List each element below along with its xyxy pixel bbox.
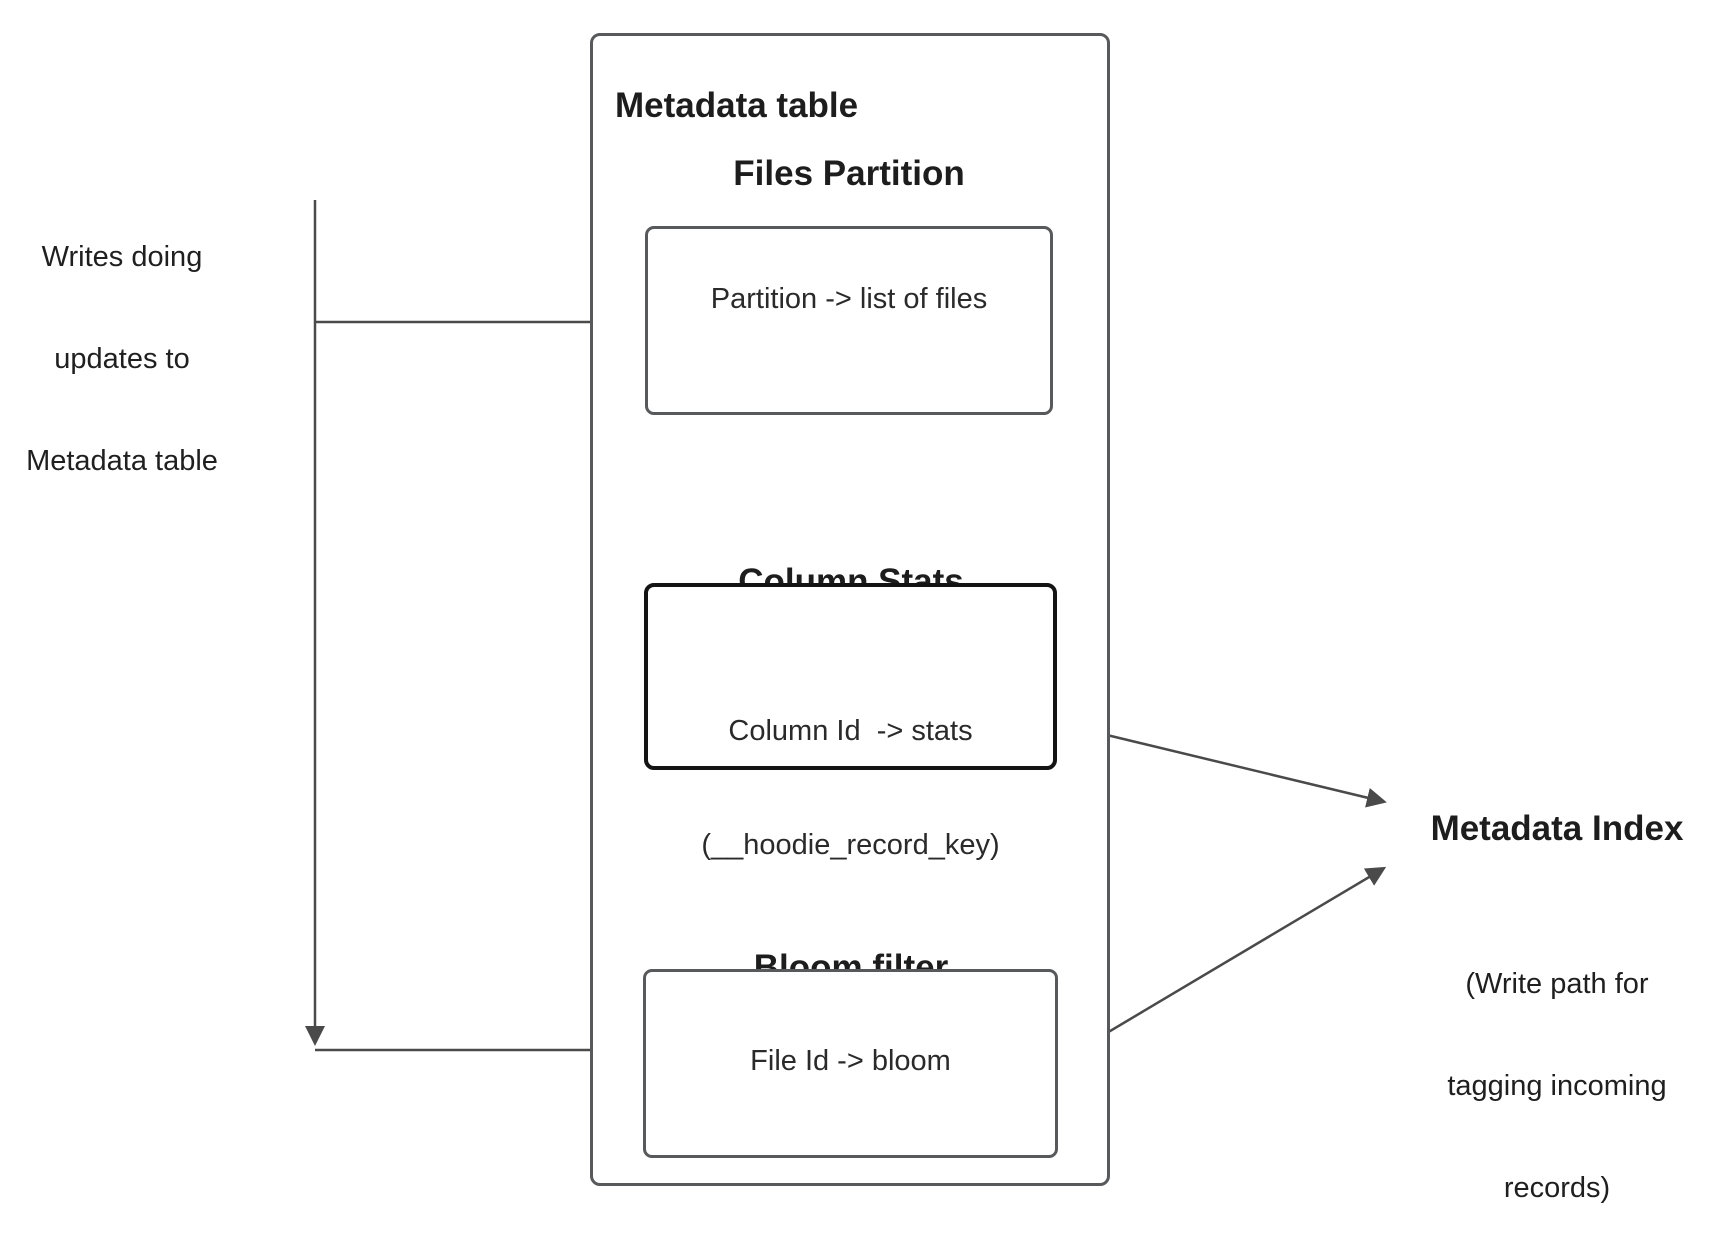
writes-note-line: updates to bbox=[54, 343, 190, 375]
metadata-table-title: Metadata table bbox=[615, 86, 859, 125]
bloom-filter-mapping: File Id -> bloom bbox=[750, 1045, 951, 1077]
files-partition-box bbox=[645, 226, 1053, 415]
column-stats-mapping-line: (__hoodie_record_key) bbox=[701, 829, 1000, 861]
writes-note-line: Writes doing bbox=[41, 241, 203, 273]
metadata-index-subtitle-line: tagging incoming bbox=[1447, 1070, 1667, 1102]
files-partition-mapping: Partition -> list of files bbox=[710, 283, 988, 315]
column-stats-mapping: Column Id -> stats (__hoodie_record_key) bbox=[644, 636, 1057, 940]
files-partition-heading: Files Partition bbox=[733, 154, 965, 193]
bloom-filter-box bbox=[643, 969, 1058, 1158]
writes-note-line: Metadata table bbox=[26, 445, 218, 477]
metadata-index-title: Metadata Index bbox=[1430, 809, 1684, 848]
metadata-index-subtitle-line: records) bbox=[1503, 1172, 1611, 1204]
metadata-index-subtitle: (Write path for tagging incoming records… bbox=[1407, 899, 1707, 1244]
column-stats-box bbox=[644, 583, 1057, 770]
writes-note: Writes doing updates to Metadata table bbox=[22, 172, 222, 546]
metadata-index-subtitle-line: (Write path for bbox=[1465, 968, 1649, 1000]
column-stats-mapping-line: Column Id -> stats bbox=[728, 715, 973, 747]
